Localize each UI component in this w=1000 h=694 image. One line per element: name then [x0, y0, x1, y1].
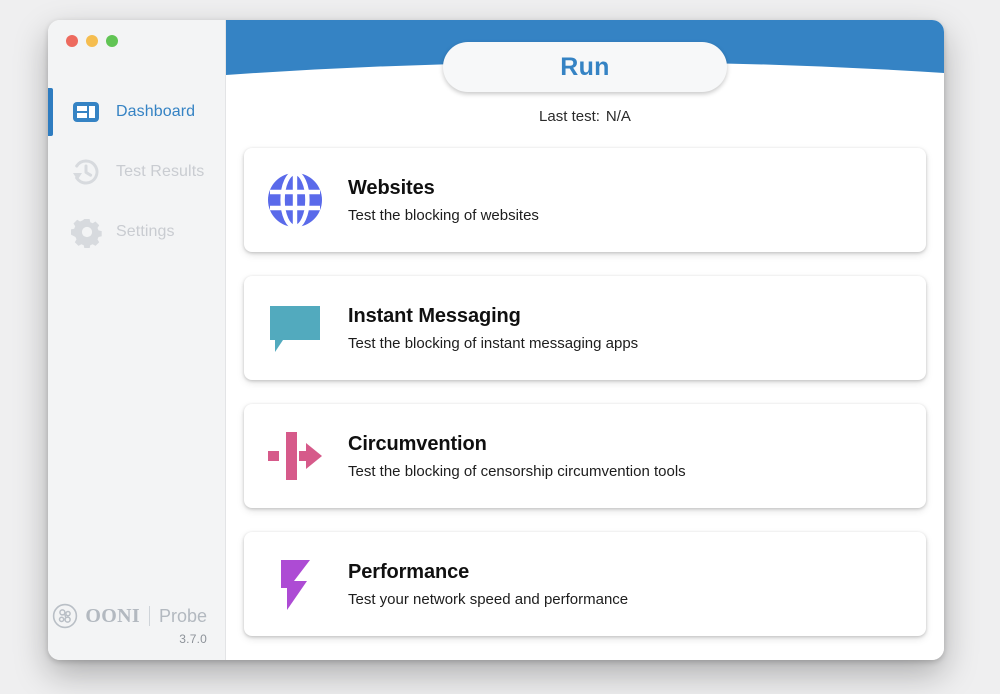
main-content: Run Last test: N/A: [226, 20, 944, 660]
ooni-logo-icon: [52, 603, 78, 629]
minimize-button[interactable]: [86, 35, 98, 47]
brand-divider: [148, 606, 150, 626]
test-card-performance[interactable]: Performance Test your network speed and …: [244, 532, 926, 636]
history-clock-icon: [70, 156, 102, 188]
card-title: Circumvention: [348, 432, 487, 455]
sidebar-item-test-results[interactable]: Test Results: [48, 142, 225, 202]
sidebar-item-label: Dashboard: [116, 103, 196, 120]
close-button[interactable]: [66, 35, 78, 47]
window-controls: [48, 20, 225, 64]
card-title: Instant Messaging: [348, 304, 521, 327]
sidebar: Dashboard Test Results: [48, 20, 226, 660]
last-test-label: Last test:: [539, 108, 600, 125]
card-subtitle: Test the blocking of instant messaging a…: [348, 334, 639, 352]
test-card-list: Websites Test the blocking of websites I…: [244, 148, 926, 636]
sidebar-item-dashboard[interactable]: Dashboard: [48, 82, 225, 142]
card-title: Websites: [348, 176, 435, 199]
test-card-instant-messaging[interactable]: Instant Messaging Test the blocking of i…: [244, 276, 926, 380]
run-button[interactable]: Run: [443, 42, 727, 92]
brand-product: Probe: [158, 605, 207, 626]
globe-icon: [266, 171, 324, 229]
last-test-status: Last test: N/A: [226, 108, 944, 125]
sidebar-item-label: Settings: [116, 223, 175, 240]
sidebar-item-settings[interactable]: Settings: [48, 202, 225, 262]
zoom-button[interactable]: [106, 35, 118, 47]
arrow-through-wall-icon: [266, 427, 324, 485]
brand-name: OONI: [85, 604, 140, 627]
speech-bubble-icon: [266, 299, 324, 357]
app-window: Dashboard Test Results: [48, 20, 944, 660]
test-card-circumvention[interactable]: Circumvention Test the blocking of censo…: [244, 404, 926, 508]
app-version: 3.7.0: [179, 632, 207, 646]
card-subtitle: Test your network speed and performance: [348, 590, 629, 608]
dashboard-icon: [70, 96, 102, 128]
last-test-value: N/A: [605, 108, 631, 125]
active-indicator: [48, 88, 53, 136]
card-title: Performance: [348, 560, 470, 583]
card-subtitle: Test the blocking of censorship circumve…: [348, 462, 686, 480]
brand-footer: OONI Probe 3.7.0: [48, 603, 225, 660]
sidebar-item-label: Test Results: [116, 163, 205, 180]
test-card-websites[interactable]: Websites Test the blocking of websites: [244, 148, 926, 252]
card-subtitle: Test the blocking of websites: [348, 206, 539, 224]
sidebar-nav: Dashboard Test Results: [48, 82, 225, 262]
gear-icon: [70, 216, 102, 249]
lightning-bolt-icon: [266, 555, 324, 613]
